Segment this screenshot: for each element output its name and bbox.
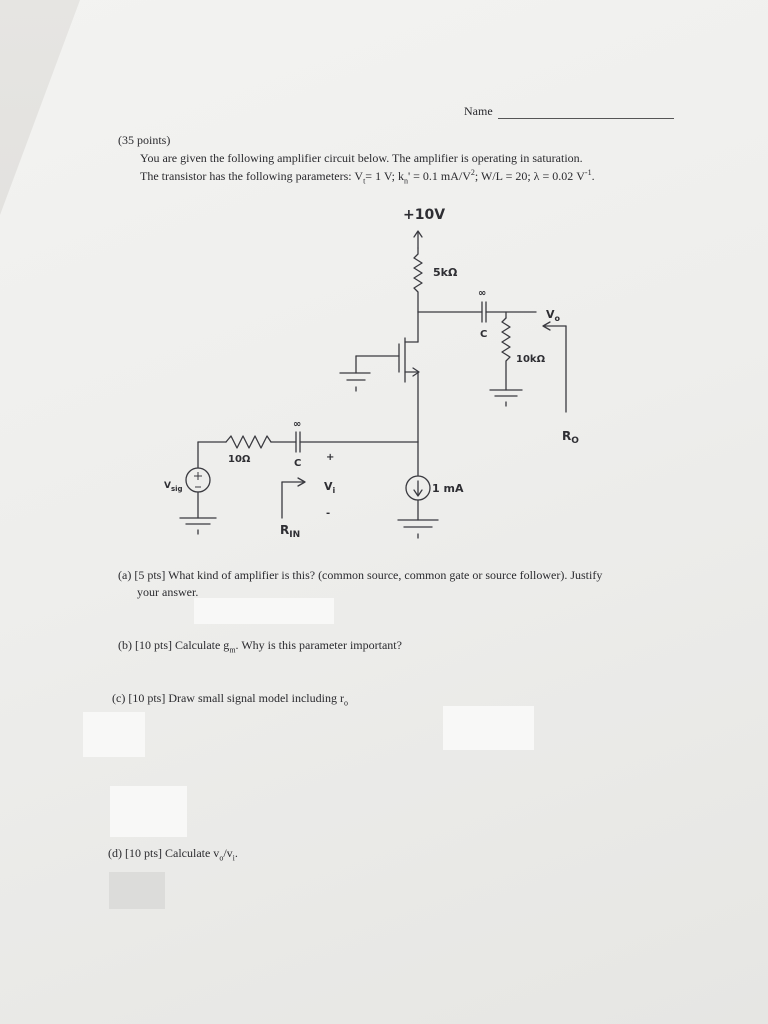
problem-points: (35 points) bbox=[118, 133, 171, 147]
question-a-line-1: (a) [5 pts] What kind of amplifier is th… bbox=[118, 568, 603, 582]
name-field-line bbox=[498, 118, 674, 119]
vi-label: Vi bbox=[324, 480, 336, 495]
question-b: (b) [10 pts] Calculate gm. Why is this p… bbox=[118, 638, 402, 655]
question-d: (d) [10 pts] Calculate vo/vi. bbox=[108, 846, 238, 863]
redaction-patch-5 bbox=[109, 872, 165, 909]
signal-resistor bbox=[225, 435, 272, 449]
rin-label: RIN bbox=[280, 523, 300, 540]
input-capacitor-label: C bbox=[294, 458, 301, 469]
problem-statement-line-1: You are given the following amplifier ci… bbox=[140, 151, 583, 165]
output-capacitor-label: C bbox=[480, 329, 487, 340]
drain-resistor-label: 5kΩ bbox=[433, 266, 458, 279]
redaction-patch-1 bbox=[194, 598, 334, 624]
name-label: Name bbox=[464, 104, 493, 118]
redaction-patch-4 bbox=[110, 786, 187, 837]
input-capacitor-infinity: ∞ bbox=[293, 419, 301, 430]
load-resistor bbox=[501, 317, 511, 391]
ro-label: RO bbox=[562, 429, 579, 446]
vi-plus-sign: + bbox=[326, 452, 334, 463]
drain-resistor bbox=[413, 247, 423, 313]
signal-resistor-label: 10Ω bbox=[228, 454, 251, 465]
question-a-line-2: your answer. bbox=[137, 585, 199, 599]
current-source-label: 1 mA bbox=[432, 482, 464, 495]
load-resistor-label: 10kΩ bbox=[516, 354, 546, 365]
question-c: (c) [10 pts] Draw small signal model inc… bbox=[112, 691, 348, 708]
redaction-patch-2 bbox=[83, 712, 145, 757]
vsig-label: Vsig bbox=[164, 481, 183, 493]
transistor-parameters-line: The transistor has the following paramet… bbox=[140, 168, 595, 186]
vo-label: Vo bbox=[546, 308, 561, 323]
vi-minus-sign: - bbox=[326, 508, 330, 519]
supply-voltage-label: +10V bbox=[403, 207, 445, 223]
output-capacitor-infinity: ∞ bbox=[478, 288, 486, 299]
redaction-patch-3 bbox=[443, 706, 534, 750]
